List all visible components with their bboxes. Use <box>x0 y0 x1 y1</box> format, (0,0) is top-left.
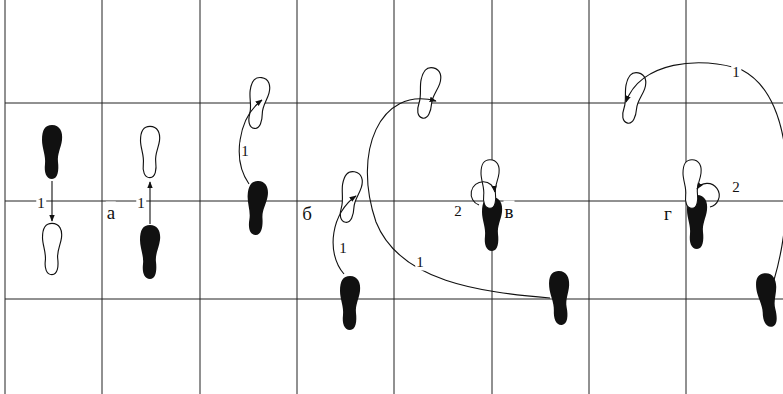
figure-letter: г <box>663 203 673 224</box>
step-number: 1 <box>415 254 425 271</box>
step-number: 1 <box>240 143 250 160</box>
step-number: 1 <box>338 240 348 257</box>
figure-letter: в <box>504 201 515 222</box>
figure-letter: а <box>106 202 116 223</box>
step-number: 1 <box>36 195 46 212</box>
step-number: 1 <box>731 64 741 81</box>
step-number: 1 <box>136 195 146 212</box>
footprints <box>42 66 782 330</box>
step-number: 2 <box>453 203 463 220</box>
grid <box>5 0 783 394</box>
step-paths <box>52 63 783 298</box>
figure-letter: б <box>301 203 313 224</box>
step-number: 2 <box>731 179 741 196</box>
